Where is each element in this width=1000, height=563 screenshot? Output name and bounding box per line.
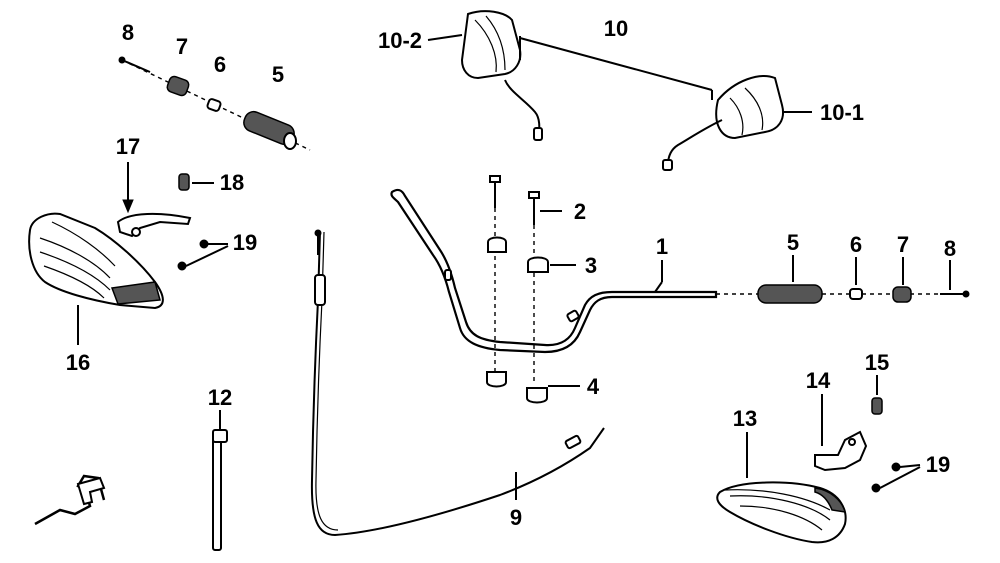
label-6-left: 6 bbox=[214, 52, 226, 77]
bar-end-weight-right bbox=[892, 286, 912, 303]
bar-end-weight-left bbox=[166, 75, 190, 97]
label-3: 3 bbox=[585, 253, 597, 278]
screw-18 bbox=[178, 173, 190, 191]
label-4: 4 bbox=[587, 374, 600, 399]
right-hand-guard bbox=[716, 481, 847, 544]
label-13: 13 bbox=[733, 406, 757, 431]
label-14: 14 bbox=[806, 368, 831, 393]
label-10-2: 10-2 bbox=[378, 28, 422, 53]
screw-15 bbox=[871, 397, 883, 415]
front-direction-marker: F bbox=[34, 474, 106, 526]
lower-holders bbox=[486, 371, 548, 404]
label-16: 16 bbox=[66, 350, 90, 375]
label-10: 10 bbox=[604, 16, 628, 41]
screws-19-right bbox=[871, 462, 901, 493]
label-18: 18 bbox=[220, 170, 244, 195]
cable-tie bbox=[212, 429, 228, 551]
label-7-left: 7 bbox=[176, 34, 188, 59]
left-grip-assembly bbox=[118, 56, 311, 151]
label-6-right: 6 bbox=[850, 232, 862, 257]
left-hand-guard bbox=[28, 212, 164, 310]
upper-holders bbox=[487, 236, 549, 273]
label-1: 1 bbox=[656, 234, 668, 259]
left-mirror bbox=[460, 10, 543, 141]
label-8-left: 8 bbox=[122, 20, 134, 45]
label-5-left: 5 bbox=[272, 62, 284, 87]
label-17: 17 bbox=[116, 134, 140, 159]
label-19-left: 19 bbox=[233, 230, 257, 255]
grip-right bbox=[757, 284, 823, 304]
label-10-1: 10-1 bbox=[820, 100, 864, 125]
left-lever-bracket bbox=[116, 212, 192, 238]
label-8-right: 8 bbox=[944, 236, 956, 261]
screws-19-left bbox=[177, 239, 209, 271]
collar-left bbox=[206, 98, 222, 112]
label-2: 2 bbox=[574, 199, 586, 224]
holder-bolts bbox=[489, 175, 540, 385]
throttle-cable bbox=[310, 229, 605, 537]
label-15: 15 bbox=[865, 350, 889, 375]
label-19-right: 19 bbox=[926, 452, 950, 477]
label-9: 9 bbox=[510, 505, 522, 530]
right-grip-assembly bbox=[757, 284, 970, 304]
collar-right bbox=[849, 288, 863, 300]
label-12: 12 bbox=[208, 385, 232, 410]
label-7-right: 7 bbox=[897, 232, 909, 257]
label-5-right: 5 bbox=[787, 230, 799, 255]
right-bracket bbox=[814, 430, 868, 472]
handlebar bbox=[390, 188, 760, 354]
right-mirror bbox=[662, 75, 784, 171]
